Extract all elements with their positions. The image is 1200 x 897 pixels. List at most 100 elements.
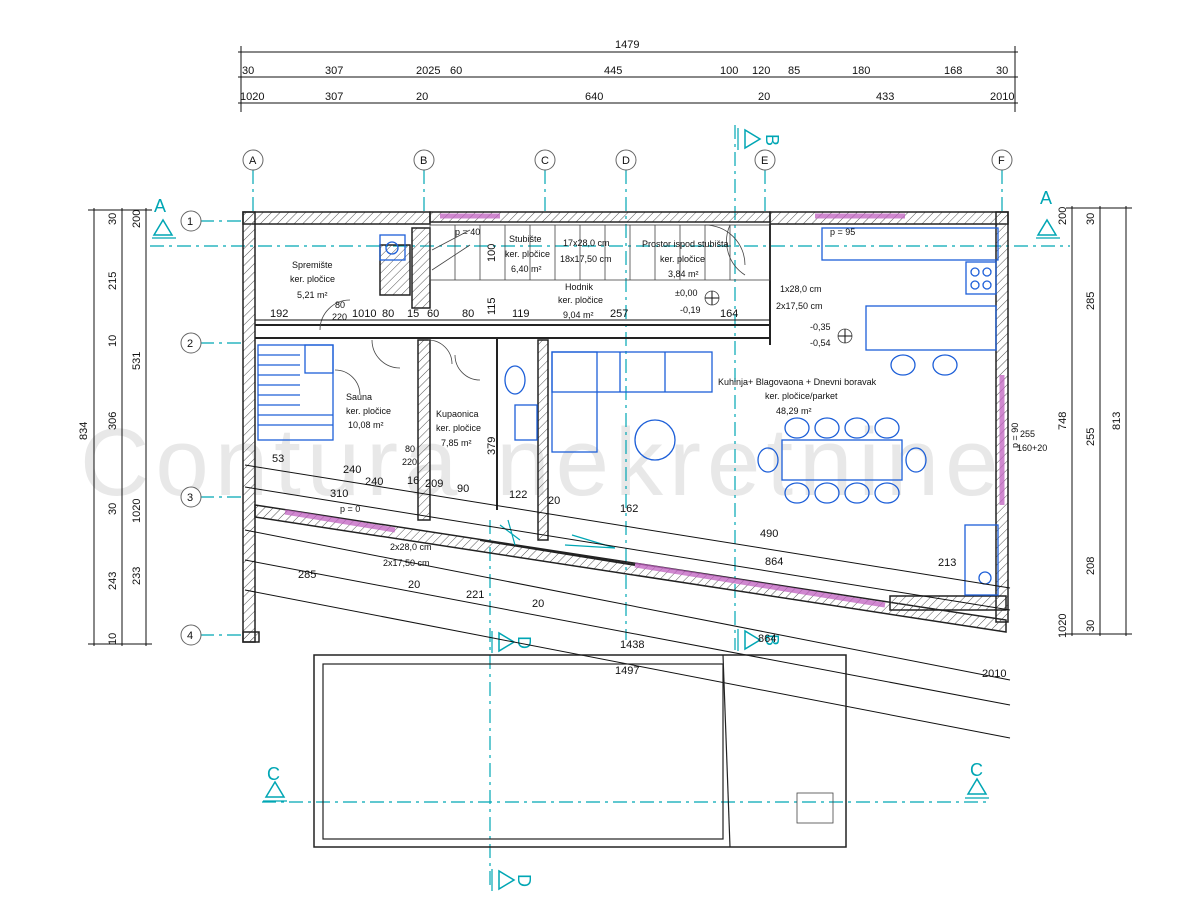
inner-dim: 164 [720,308,738,320]
section-b-top: B [762,134,782,146]
room-area: 10,08 m² [348,420,384,430]
left-dimension-chain: 834 30 215 10 306 30 243 10 200 531 1020… [78,208,152,646]
inner-dim: 80 [462,308,474,320]
left-dim: 215 [107,272,119,290]
level-mark: -0,35 [810,322,831,332]
doors [319,224,746,396]
top-dim: 640 [585,91,603,103]
inner-dim: 310 [330,488,348,500]
left-dim: 30 [107,503,119,515]
top-dim: 30 [996,65,1008,77]
room-area: 7,85 m² [441,438,472,448]
door-dim: 80 [335,300,345,310]
room-area: 48,29 m² [776,406,812,416]
inner-dimensions: 192 1010 80 15 60 80 115 119 257 164 100… [244,244,1011,739]
bathroom-fixtures [379,234,616,549]
grid-label-row: 2 [187,338,193,350]
p-note: p = 90 [1010,423,1020,448]
top-dim: 1020 [240,91,264,103]
grid-label-row: 1 [187,216,193,228]
left-dim: 531 [131,352,143,370]
left-dim: 30 [107,213,119,225]
left-dim: 10 [107,633,119,645]
level-mark: -0,19 [680,305,701,315]
right-dim: 30 [1085,620,1097,632]
top-dim: 445 [604,65,622,77]
inner-dim: 864 [758,633,776,645]
inner-dim: 864 [765,556,783,568]
room-floor: ker. pločice [436,423,481,433]
room-name: Kuhinja+ Blagovaona + Dnevni boravak [718,377,877,387]
window-dim: 160+20 [1017,443,1047,453]
inner-dim: 221 [466,589,484,601]
inner-dim: 2010 [982,668,1006,680]
right-dim: 255 [1085,428,1097,446]
room-labels: Spremište ker. pločice 5,21 m² Stubište … [290,234,877,448]
room-name: Hodnik [565,282,594,292]
stair-note: 2x17,50 cm [383,558,430,568]
inner-dim: 1438 [620,639,644,651]
section-d-bottom: D [514,874,534,887]
section-a-right: A [1040,188,1052,208]
room-area: 5,21 m² [297,290,328,300]
level-mark: -0,54 [810,338,831,348]
level-mark: ±0,00 [675,288,697,298]
grid-label-column: D [622,155,630,167]
room-area: 9,04 m² [563,310,594,320]
grid-label-column: E [761,155,768,167]
inner-dim: 80 [382,308,394,320]
left-dim: 233 [131,567,143,585]
right-dim: 748 [1057,412,1069,430]
inner-dim: 213 [938,557,956,569]
inner-dim: 16 [407,475,419,487]
pool-terrace [313,654,847,848]
right-dim: 285 [1085,292,1097,310]
inner-dim: 209 [425,478,443,490]
inner-dim: 119 [512,308,530,320]
stair-note: 1x28,0 cm [780,284,822,294]
left-dim: 200 [131,210,143,228]
top-dim: 180 [852,65,870,77]
room-floor: ker. pločice [558,295,603,305]
inner-dim: 240 [343,464,361,476]
section-b-bottom: B [762,634,782,646]
section-d-mid: D [514,636,534,649]
inner-dim: 20 [532,598,544,610]
left-dim: 10 [107,335,119,347]
inner-dim: 122 [509,489,527,501]
inner-dim: 15 [407,308,419,320]
top-dim: 100 [720,65,738,77]
stair-note: 2x28,0 cm [390,542,432,552]
right-dim: 200 [1057,207,1069,225]
left-dim: 306 [107,412,119,430]
inner-dim: 285 [298,569,316,581]
stair-note: 17x28,0 cm [563,238,610,248]
left-dim-total: 834 [78,422,90,440]
room-area: 3,84 m² [668,269,699,279]
inner-dim: 20 [548,495,560,507]
room-name: Prostor ispod stubišta [642,239,729,249]
inner-dim: 379 [486,437,498,455]
room-name: Stubište [509,234,542,244]
grid-label-row: 3 [187,492,193,504]
top-dim: 307 [325,65,343,77]
grid-label-column: F [998,155,1005,167]
door-dim: 220 [332,312,347,322]
inner-dim: 240 [365,476,383,488]
door-dim: 220 [402,457,417,467]
p-note: p = 95 [830,227,855,237]
inner-dim: 90 [457,483,469,495]
p-note: p = 0 [340,504,360,514]
inner-dim: 490 [760,528,778,540]
grid-label-column: B [420,155,427,167]
inner-dim: 192 [270,308,288,320]
stair-note: 2x17,50 cm [776,301,823,311]
section-a-left: A [154,196,166,216]
inner-dim: 115 [486,297,498,315]
top-dim: 120 [752,65,770,77]
top-dim: 20 [758,91,770,103]
inner-dim: 1010 [352,308,376,320]
inner-dim: 257 [610,308,628,320]
right-dimension-chain: 813 200 748 1020 30 285 255 208 30 [1057,206,1132,638]
